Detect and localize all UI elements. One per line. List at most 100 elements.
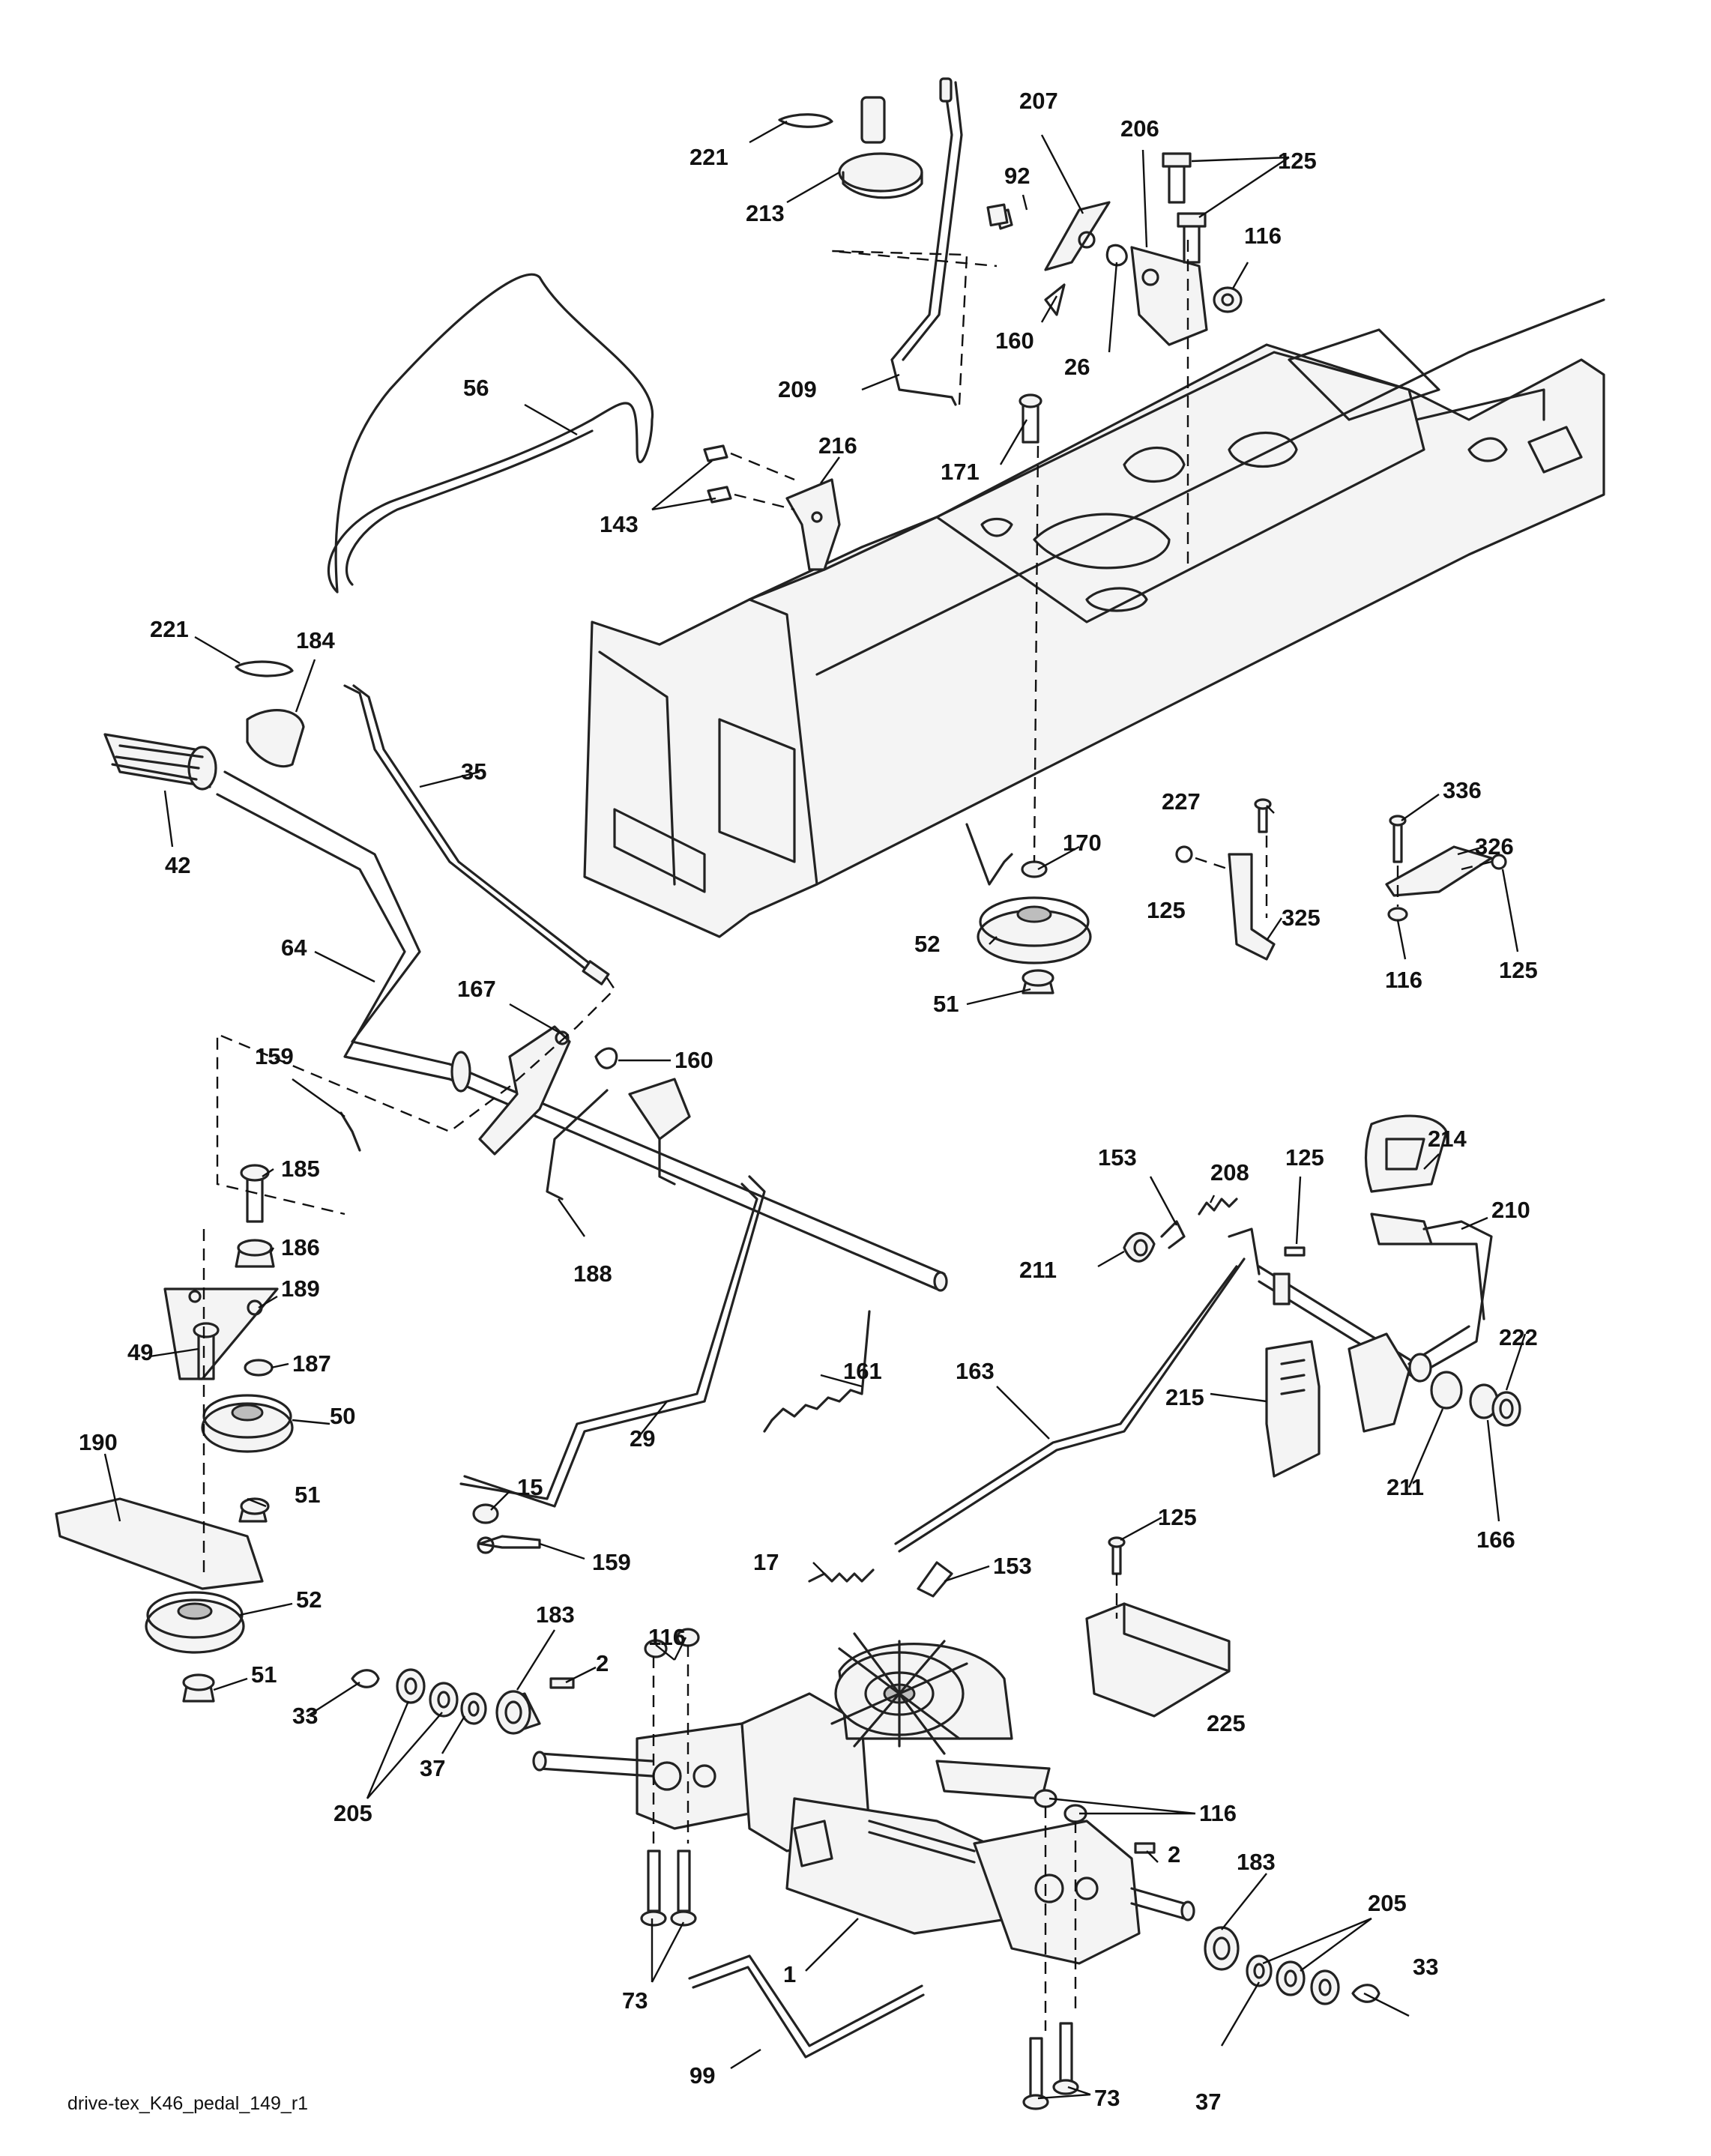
cotter-pins <box>340 1047 618 1554</box>
callout-2b: 2 <box>1168 1841 1180 1867</box>
callout-205a: 205 <box>334 1800 372 1826</box>
bracket-225 <box>1085 1536 1231 1718</box>
callout-37a: 37 <box>420 1755 445 1781</box>
callout-116d: 116 <box>1199 1800 1237 1826</box>
rod-29 <box>459 1175 766 1508</box>
spring-161 <box>763 1310 871 1433</box>
callout-116c: 116 <box>648 1624 686 1650</box>
callout-153b: 153 <box>993 1553 1032 1579</box>
callout-143: 143 <box>600 511 639 537</box>
bracket-167 <box>478 1025 571 1156</box>
callout-125b: 125 <box>1147 897 1186 923</box>
callout-187: 187 <box>292 1350 331 1377</box>
spring-17 <box>808 1568 875 1583</box>
callout-125a: 125 <box>1278 148 1317 174</box>
callout-325: 325 <box>1282 905 1321 931</box>
callout-208: 208 <box>1210 1159 1249 1186</box>
callout-227: 227 <box>1162 788 1201 815</box>
rod-163 <box>894 1257 1246 1553</box>
pedal-assembly <box>1123 1114 1521 1478</box>
callout-209: 209 <box>778 376 817 402</box>
callout-159a: 159 <box>255 1043 294 1069</box>
callout-183a: 183 <box>536 1601 575 1628</box>
callout-161: 161 <box>843 1358 882 1384</box>
callout-64: 64 <box>281 934 307 961</box>
callout-51c: 51 <box>251 1661 277 1688</box>
callout-166: 166 <box>1476 1527 1515 1553</box>
axle-parts-right <box>1134 1842 1380 2005</box>
callout-42: 42 <box>165 852 190 878</box>
cap-184 <box>246 709 305 768</box>
callout-207: 207 <box>1019 88 1058 114</box>
callout-15: 15 <box>517 1474 543 1500</box>
callout-216: 216 <box>818 432 857 459</box>
callout-52b: 52 <box>296 1586 322 1613</box>
rod-99 <box>688 1954 925 2059</box>
callout-50: 50 <box>330 1403 355 1429</box>
linkage-bracket-group-top <box>986 152 1243 346</box>
lever-knob-213 <box>838 96 923 199</box>
callout-190: 190 <box>79 1429 118 1455</box>
callout-125e: 125 <box>1158 1504 1197 1530</box>
clip-153-lower <box>917 1561 953 1598</box>
rod-35 <box>343 684 610 985</box>
bracket-325-326 <box>1175 798 1507 961</box>
callout-206: 206 <box>1120 115 1159 142</box>
callout-35: 35 <box>461 758 486 785</box>
callout-116a: 116 <box>1244 223 1282 249</box>
pulley-assembly-left <box>55 1164 294 1703</box>
leader-lines <box>103 120 1527 2100</box>
callout-210: 210 <box>1491 1197 1530 1223</box>
callout-167: 167 <box>457 976 496 1002</box>
callout-163: 163 <box>956 1358 995 1384</box>
chassis-frame <box>583 298 1605 938</box>
callout-171: 171 <box>941 459 980 485</box>
callout-189: 189 <box>281 1275 320 1302</box>
callout-73b: 73 <box>1094 2085 1120 2111</box>
callout-125c: 125 <box>1499 957 1538 983</box>
callout-56: 56 <box>463 375 489 401</box>
drive-belt <box>327 273 654 594</box>
callout-221b: 221 <box>150 616 189 642</box>
callout-51b: 51 <box>295 1482 320 1508</box>
callout-52a: 52 <box>914 931 940 957</box>
callout-186: 186 <box>281 1234 320 1260</box>
transaxle-bolts <box>640 1628 1087 2110</box>
callout-1: 1 <box>783 1961 796 1987</box>
callout-221a: 221 <box>689 144 728 170</box>
callout-222: 222 <box>1499 1324 1538 1350</box>
callout-225: 225 <box>1207 1710 1246 1736</box>
rod-188 <box>546 1089 609 1201</box>
callout-326: 326 <box>1475 833 1514 860</box>
callout-160a: 160 <box>995 327 1034 354</box>
bolt-171 <box>1019 393 1042 444</box>
callout-73a: 73 <box>622 1987 648 2014</box>
callout-37b: 37 <box>1195 2089 1221 2115</box>
grip-42 <box>103 733 217 791</box>
callout-160b: 160 <box>675 1047 713 1073</box>
axle-parts-left <box>351 1668 575 1735</box>
callout-51a: 51 <box>933 991 959 1017</box>
callout-33b: 33 <box>1413 1954 1438 1980</box>
diagram-caption: drive-tex_K46_pedal_149_r1 <box>67 2093 308 2114</box>
callout-205b: 205 <box>1368 1890 1407 1916</box>
callout-125d: 125 <box>1285 1144 1324 1171</box>
assembly-lines <box>202 240 1492 2031</box>
callout-185: 185 <box>281 1156 320 1182</box>
callout-29: 29 <box>630 1425 655 1452</box>
rod-209 <box>890 77 963 406</box>
callout-26: 26 <box>1064 354 1090 380</box>
callout-99: 99 <box>689 2062 715 2089</box>
callout-159b: 159 <box>592 1549 631 1575</box>
callout-2a: 2 <box>596 1650 609 1676</box>
bracket-188-plate <box>628 1078 691 1186</box>
transaxle <box>532 1632 1195 1965</box>
callout-184: 184 <box>296 627 335 653</box>
callout-188: 188 <box>573 1260 612 1287</box>
callout-116b: 116 <box>1385 967 1422 993</box>
callout-183b: 183 <box>1237 1849 1276 1875</box>
bracket-216 <box>703 444 841 571</box>
pulley-52-upper <box>965 823 1092 994</box>
hair-pin-clip-top <box>778 113 833 128</box>
